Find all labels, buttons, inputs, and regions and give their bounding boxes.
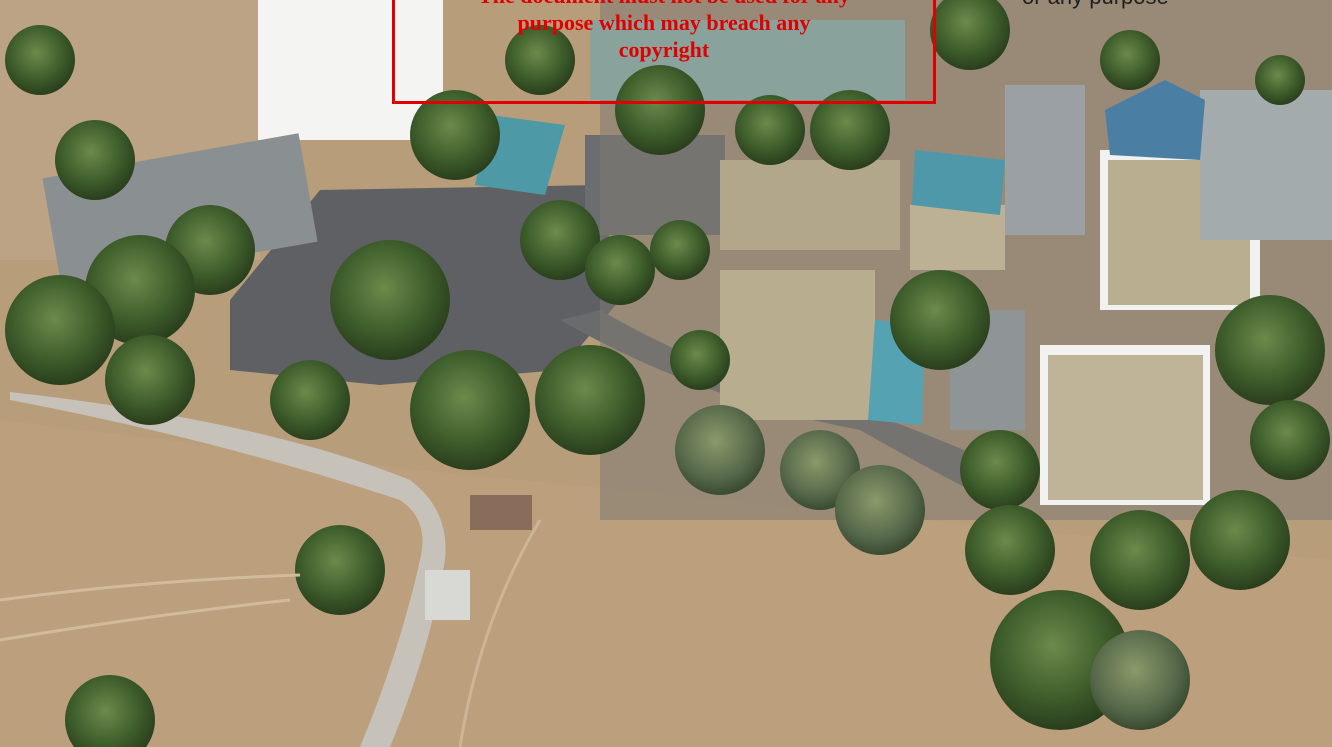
tan-roof-block-1 — [720, 160, 900, 250]
small-shed — [425, 570, 470, 620]
notice-fragment-right: or any purpose — [1022, 0, 1169, 10]
tan-roof-block-5 — [1048, 355, 1203, 500]
blue-roof-right — [1105, 80, 1205, 160]
vehicle-tracks — [0, 573, 301, 642]
stockyard-roof — [470, 495, 532, 530]
grey-roof-right — [1200, 90, 1332, 240]
copyright-notice-text: The document must not be used for any pu… — [478, 0, 850, 62]
white-roof-building — [258, 0, 443, 140]
tree-canopies — [5, 0, 1330, 747]
grey-roof-block — [1005, 85, 1085, 235]
tan-roof-block-2 — [720, 270, 875, 420]
main-road — [10, 392, 446, 747]
tan-roof-block-3 — [910, 205, 1005, 270]
dirt-track-lower — [458, 519, 542, 747]
copyright-notice-box: The document must not be used for any pu… — [392, 0, 936, 104]
teal-roof-2 — [912, 150, 1005, 215]
